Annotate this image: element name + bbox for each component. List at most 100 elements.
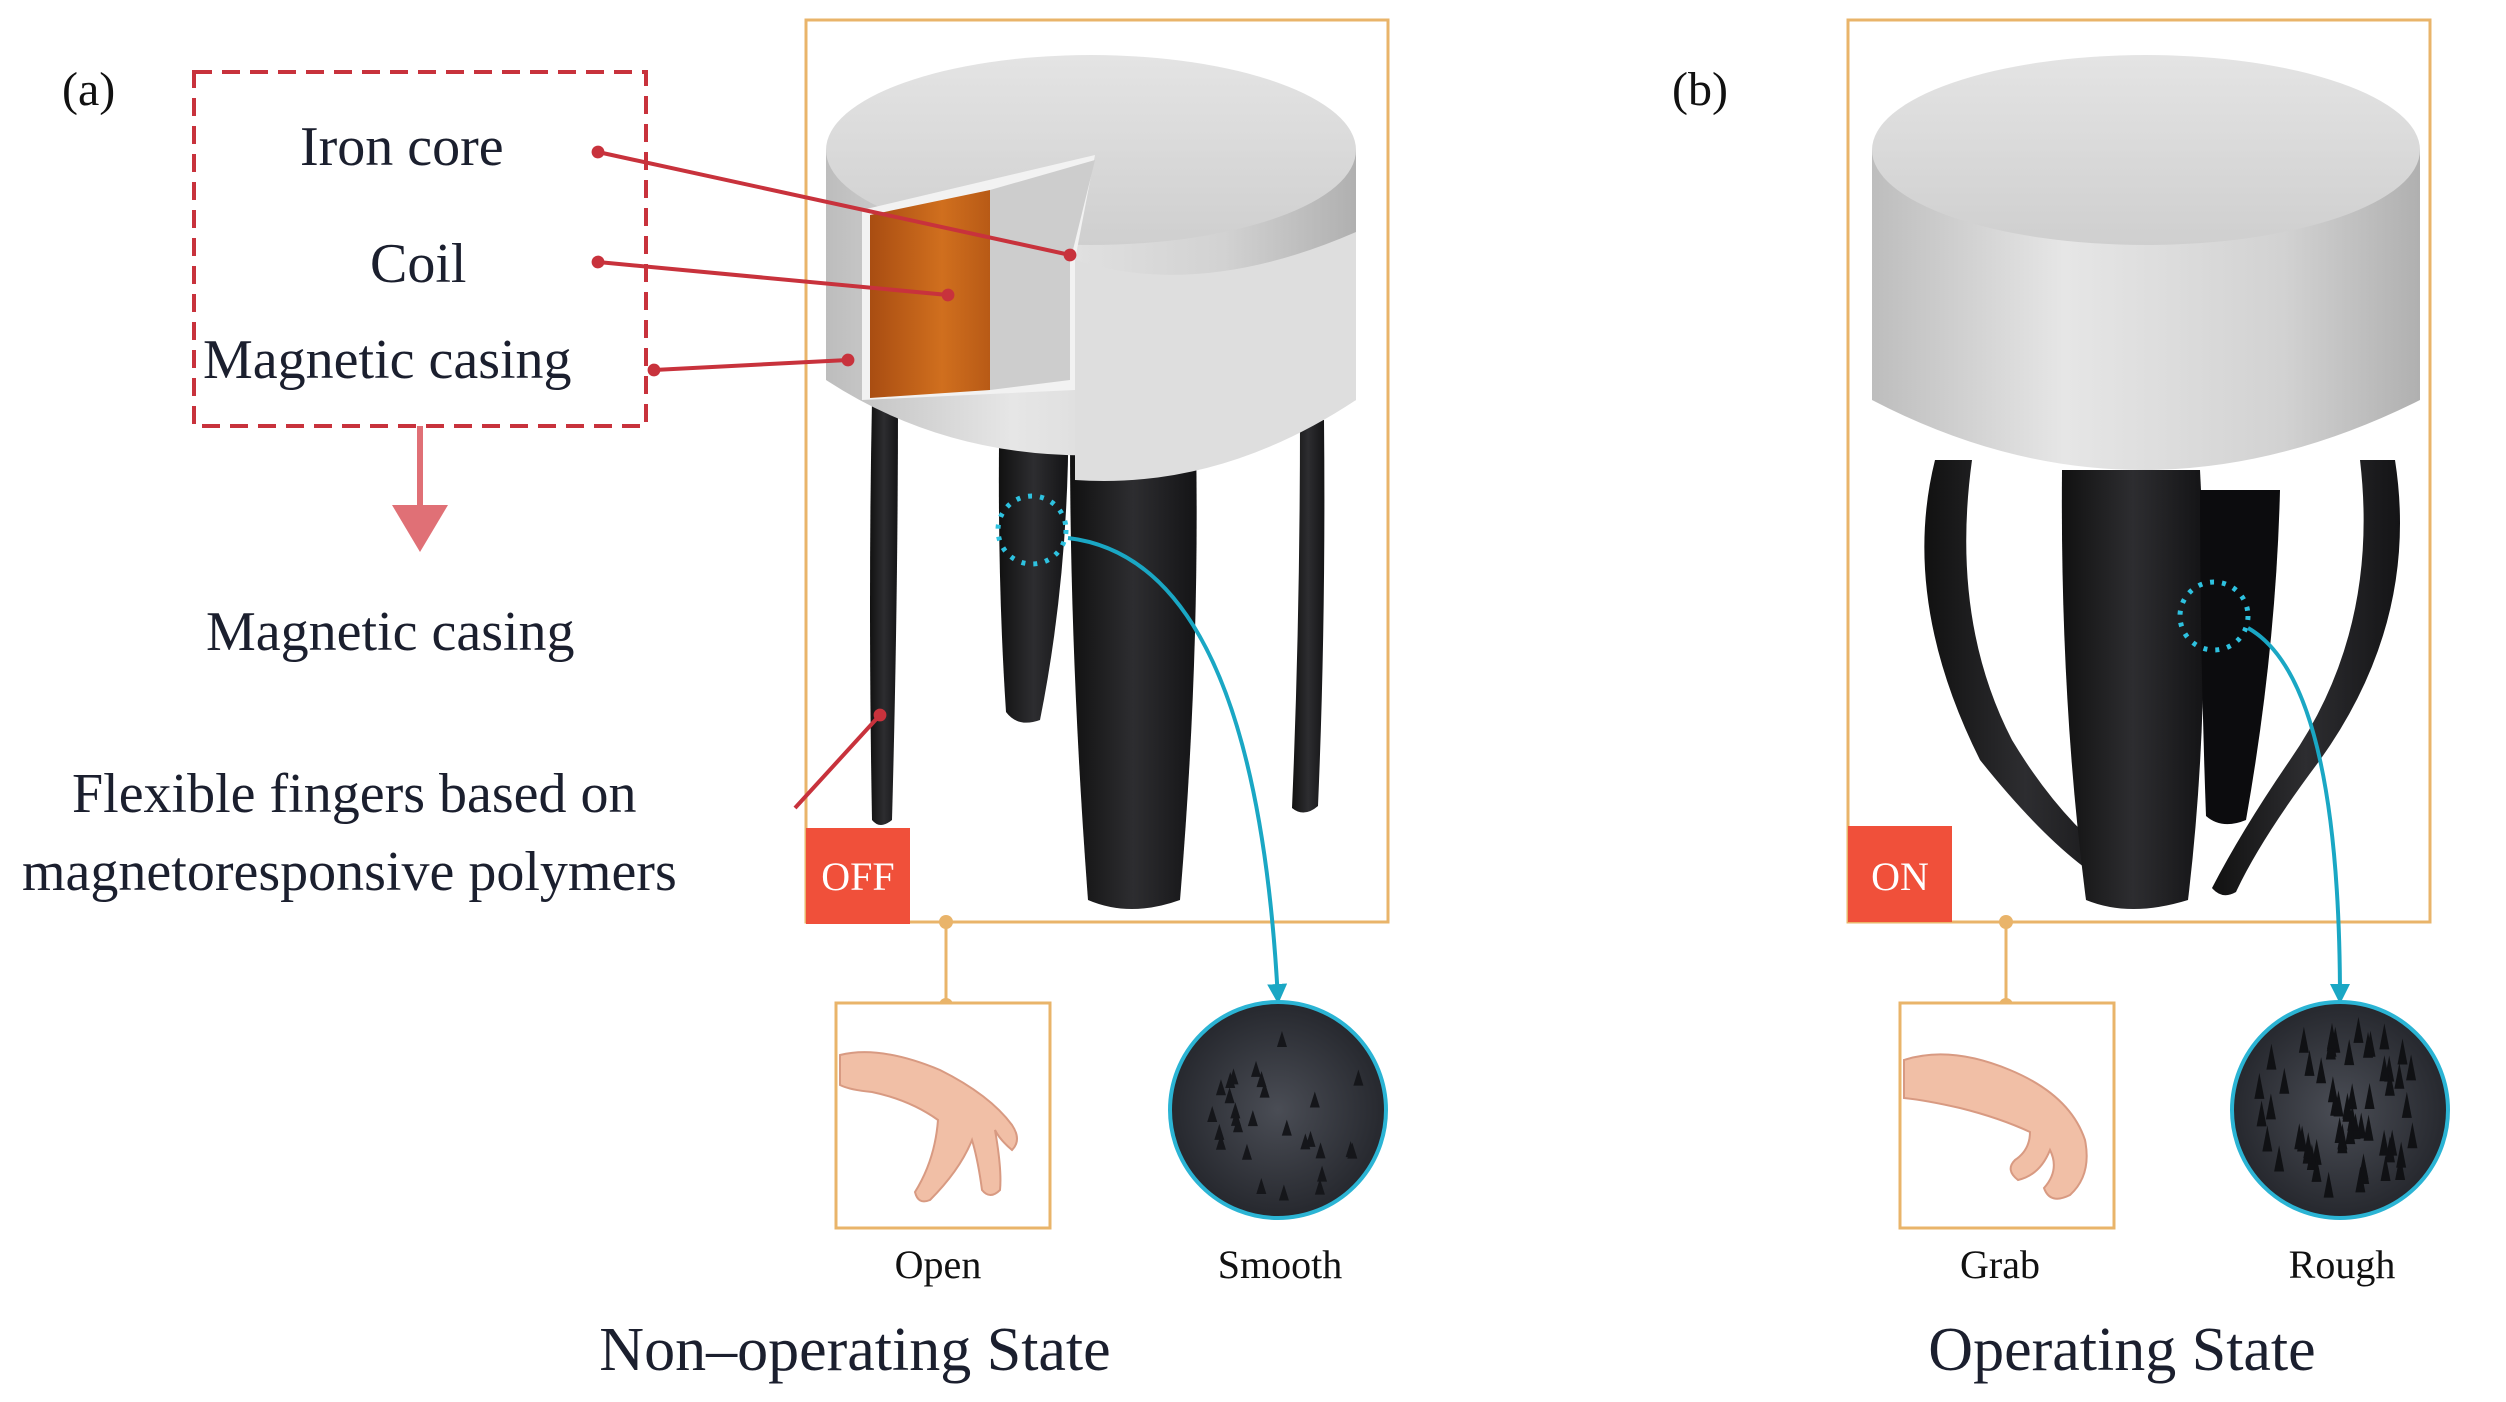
- texture-spike: [2274, 1145, 2285, 1172]
- texture-spike: [2397, 1038, 2408, 1065]
- texture-spike: [2254, 1072, 2265, 1099]
- texture-spike: [2279, 1067, 2290, 1094]
- texture-spike: [2363, 1031, 2374, 1058]
- panel-b-label: (b): [1672, 63, 1728, 116]
- texture-spike: [2311, 1155, 2322, 1182]
- texture-spike: [2364, 1082, 2375, 1109]
- surface-state-rough: Rough: [2289, 1242, 2396, 1287]
- hand-open-icon: [839, 1051, 1018, 1203]
- texture-spike: [2298, 1026, 2309, 1053]
- texture-spike: [2303, 1132, 2314, 1159]
- texture-spike: [1317, 1165, 1328, 1182]
- texture-spike: [1281, 1119, 1292, 1136]
- flexible-fingers-b: [1924, 460, 2400, 909]
- callout-magnetic-casing: Magnetic casing: [203, 329, 572, 391]
- connector-dot-b: [1999, 915, 2013, 929]
- smooth-texture-icon: [1168, 1000, 1388, 1220]
- rough-texture-icon: [2230, 1000, 2450, 1220]
- texture-spike: [1241, 1143, 1252, 1160]
- texture-spike: [2265, 1093, 2276, 1120]
- texture-spike: [2384, 1069, 2395, 1096]
- texture-spike: [2326, 1022, 2337, 1049]
- texture-spike: [2401, 1091, 2412, 1118]
- gripper-housing-a: [826, 55, 1356, 481]
- texture-spike: [2316, 1057, 2327, 1084]
- off-switch: OFF: [806, 828, 910, 924]
- zoom-spot-b: [2177, 579, 2251, 653]
- texture-spike: [2345, 1118, 2356, 1145]
- texture-spike: [1256, 1177, 1267, 1194]
- texture-spike: [1278, 1184, 1289, 1201]
- on-switch: ON: [1848, 826, 1952, 922]
- texture-spike: [1347, 1142, 1358, 1159]
- texture-spike: [2262, 1125, 2273, 1152]
- zoom-spot-a: [995, 493, 1069, 567]
- surface-state-smooth: Smooth: [1218, 1242, 1342, 1287]
- zoom-arrow-a: [1067, 536, 1288, 1004]
- texture-spike: [2342, 1092, 2353, 1119]
- callout-iron-core: Iron core: [300, 116, 504, 178]
- texture-spike: [1207, 1105, 1218, 1122]
- hand-box-grab: [1898, 1001, 2116, 1230]
- hand-state-open: Open: [895, 1242, 982, 1287]
- texture-spike: [2266, 1043, 2277, 1070]
- texture-spike: [2379, 1055, 2390, 1082]
- texture-spike: [2333, 1090, 2344, 1117]
- texture-spike: [2379, 1023, 2390, 1050]
- callout-coil: Coil: [370, 233, 466, 295]
- texture-spike: [2384, 1136, 2395, 1163]
- texture-spike: [2297, 1125, 2308, 1152]
- magnetic-casing-result: Magnetic casing: [206, 601, 575, 663]
- switch-on-label: ON: [1871, 854, 1929, 899]
- texture-spike: [2347, 1083, 2358, 1110]
- texture-spike: [1230, 1102, 1241, 1119]
- hand-box-open: [834, 1001, 1052, 1230]
- texture-spike: [2304, 1049, 2315, 1076]
- texture-spike: [1276, 1031, 1287, 1048]
- texture-spike: [2337, 1127, 2348, 1154]
- gripper-frame-a: [804, 18, 1390, 924]
- texture-spike: [2379, 1129, 2390, 1156]
- switch-off-label: OFF: [821, 854, 894, 899]
- texture-spike: [2407, 1122, 2418, 1149]
- texture-spike: [2396, 1141, 2407, 1168]
- texture-spike: [1256, 1071, 1267, 1088]
- texture-spike: [2363, 1114, 2374, 1141]
- texture-spike: [2353, 1016, 2364, 1043]
- hand-state-grab: Grab: [1960, 1242, 2040, 1287]
- texture-spike: [1215, 1133, 1226, 1150]
- texture-spike: [1314, 1178, 1325, 1195]
- hand-grab-icon: [1903, 1053, 2088, 1200]
- texture-spike: [1215, 1079, 1226, 1096]
- callout-pointers: [591, 145, 1077, 810]
- texture-spike: [2344, 1039, 2355, 1066]
- down-arrow-head-icon: [392, 505, 448, 552]
- texture-spike: [2380, 1154, 2391, 1181]
- texture-spike: [2394, 1062, 2405, 1089]
- texture-spike: [2406, 1054, 2417, 1081]
- gripper-housing-b: [1872, 55, 2420, 470]
- fingers-label-line1: Flexible fingers based on: [72, 763, 637, 825]
- texture-spike: [2359, 1157, 2370, 1184]
- texture-spike: [1230, 1109, 1241, 1126]
- texture-spike: [1247, 1110, 1258, 1127]
- texture-spike: [1224, 1087, 1235, 1104]
- fingers-label-line2: magnetoresponsive polymers: [22, 841, 677, 903]
- texture-spike: [1300, 1133, 1311, 1150]
- texture-spike: [2323, 1171, 2334, 1198]
- state-title-b: Operating State: [1928, 1316, 2315, 1384]
- texture-spike: [1353, 1069, 1364, 1086]
- texture-spike: [1214, 1123, 1225, 1140]
- zoom-arrow-b: [2247, 626, 2350, 1004]
- texture-spike: [2256, 1100, 2267, 1127]
- texture-spike: [1251, 1060, 1262, 1077]
- texture-spike: [1259, 1081, 1270, 1098]
- state-title-a: Non–operating State: [599, 1316, 1110, 1384]
- panel-a-label: (a): [62, 63, 115, 116]
- connector-dot-a: [939, 915, 953, 929]
- texture-spike: [1309, 1091, 1320, 1108]
- gripper-frame-b: [1846, 18, 2432, 924]
- texture-spike: [1228, 1068, 1239, 1085]
- texture-spike: [1315, 1142, 1326, 1159]
